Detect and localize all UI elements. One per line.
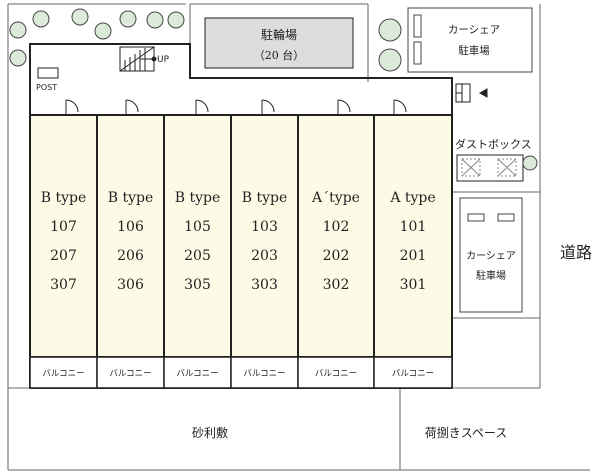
entrance-steps [455,83,488,103]
room-number: 301 [400,277,427,293]
balcony-block [297,356,375,389]
room-number: 103 [251,219,278,235]
room-number: 101 [400,219,427,235]
room-number: 106 [117,219,144,235]
unit-block [297,114,375,358]
room-number: 107 [50,219,77,235]
bike-parking: 駐輪場 （20 台） [204,17,354,69]
unit-type-label: B type [108,190,154,206]
unit-block [29,114,98,358]
room-number: 305 [184,277,211,293]
balcony-label: バルコニー [315,369,357,379]
car-icon [413,14,422,38]
stair-up-label: UP [157,55,170,65]
balcony-label: バルコニー [109,369,151,379]
balcony-block [96,356,165,389]
car-share-side-line2: 駐車場 [476,269,506,282]
room-number: 203 [251,248,278,264]
room-number: 206 [117,248,144,264]
unit-column: B type 107 207 307 バルコニー [29,114,98,389]
room-number: 303 [251,277,278,293]
car-share-side-line1: カーシェア [466,250,516,262]
tree-icon [522,155,538,171]
unit-block [96,114,165,358]
unit-type-label: B type [175,190,221,206]
balcony-block [373,356,453,389]
car-share-side: カーシェア 駐車場 [459,197,523,313]
unit-column: B type 105 205 305 バルコニー [163,114,232,389]
staircase: UP [119,46,170,72]
post-label: POST [36,83,57,92]
room-number: 306 [117,277,144,293]
room-number: 105 [184,219,211,235]
unit-block [230,114,299,358]
loading-space-label: 荷捌きスペース [425,425,508,440]
balcony-block [29,356,98,389]
post-box: POST [36,67,59,92]
room-number: 202 [323,248,350,264]
room-number: 302 [323,277,350,293]
unit-columns: B type 107 207 307 バルコニー B type 106 206 306 バルコニー… [29,114,453,389]
unit-type-label: B type [41,190,87,206]
gravel-label: 砂利敷 [192,425,228,440]
car-share-top-line2: 駐車場 [458,44,490,57]
balcony-label: バルコニー [392,369,434,379]
car-icon [467,213,485,222]
car-share-top: カーシェア 駐車場 [407,7,533,73]
balcony-block [163,356,232,389]
entrance-arrow-icon [478,88,488,98]
unit-type-label: B type [242,190,288,206]
unit-column: A type 101 201 301 バルコニー [373,114,453,389]
trees-right-of-bike-parking [378,18,402,72]
room-number: 307 [50,277,77,293]
road-label: 道路 [560,243,592,262]
bike-parking-label: 駐輪場 [261,27,297,42]
balcony-label: バルコニー [176,369,218,379]
car-icon [413,41,422,65]
trees-top-left [9,8,185,67]
unit-column: B type 103 203 303 バルコニー [230,114,299,389]
car-icon [497,213,515,222]
room-number: 201 [400,248,427,264]
balcony-block [230,356,299,389]
unit-type-label: A type [389,190,435,206]
unit-block [163,114,232,358]
bike-parking-capacity: （20 台） [254,48,305,62]
dust-box: ダストボックス [455,137,538,182]
unit-column: B type 106 206 306 バルコニー [96,114,165,389]
room-number: 205 [184,248,211,264]
balcony-label: バルコニー [42,369,84,379]
room-number: 207 [50,248,77,264]
door-swings [65,99,407,114]
balcony-label: バルコニー [243,369,285,379]
car-share-top-line1: カーシェア [448,24,500,36]
room-number: 102 [323,219,350,235]
unit-type-label: A´type [311,190,360,206]
dust-box-label: ダストボックス [455,137,532,151]
unit-column: A´type 102 202 302 バルコニー [297,114,375,389]
unit-block [373,114,453,358]
